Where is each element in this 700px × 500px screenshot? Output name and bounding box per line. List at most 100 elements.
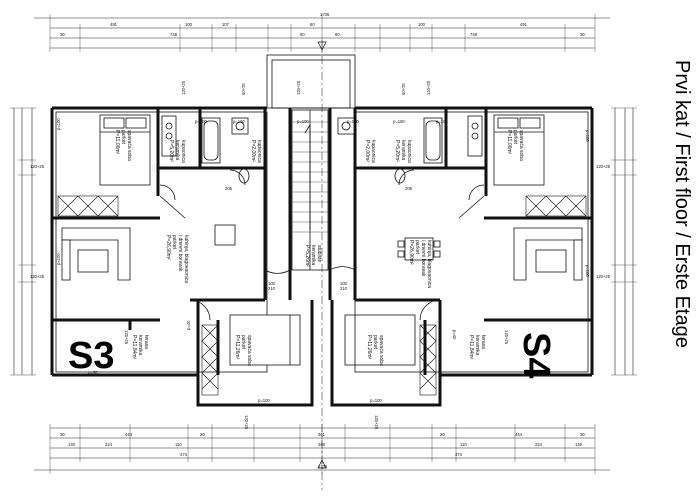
opening-label: 120+25 (504, 330, 509, 345)
room-label: kupaonicakeramikaP=5,20m² (394, 140, 412, 163)
opening-label: p=100 (585, 130, 590, 142)
dim-label: 100 (185, 22, 193, 27)
dim-label: 474 (180, 452, 188, 457)
dim-label: 20 (200, 432, 205, 437)
room-label: kuhinja, blagovaonicai dnevni boravakpar… (165, 235, 189, 283)
opening-label: p=40 (186, 320, 191, 330)
wardrobe (525, 195, 587, 217)
opening-label: 205 (405, 186, 413, 191)
opening-labels: p=100 p=100 p=100 p=160 p=100 p=100 p=16… (56, 80, 590, 430)
room-label: kupaonicaP=2,00m² (364, 140, 376, 163)
room-label: kupaonicakeramikaP=5,20m² (168, 140, 186, 163)
dim-label: 140 (575, 442, 583, 447)
staircase (291, 109, 329, 271)
opening-label: 120+25 (374, 415, 379, 430)
opening-label: p=100 (195, 119, 207, 124)
room-labels: spavaća sobaparketP=11,00m² kupaonicaker… (114, 130, 524, 366)
dim-label: 60 (335, 32, 340, 37)
sofa (513, 227, 583, 281)
opening-label: 120+25 (296, 80, 301, 95)
opening-label: p=100 (297, 119, 309, 124)
opening-label: p=100 (370, 398, 382, 403)
apartment-label: S3 (68, 335, 114, 377)
top-dimension-lines: 1736 491 100 107 60 100 491 30 748 60 60… (34, 12, 610, 52)
dim-label: 120+25 (30, 274, 45, 279)
opening-label: p=160 (393, 119, 405, 124)
dim-label: 30 (580, 32, 585, 37)
dim-label: 120+25 (30, 164, 45, 169)
dim-label: 474 (455, 452, 463, 457)
door-swing (159, 169, 485, 321)
opening-label: 120+25 (244, 415, 249, 430)
dim-label: 100 (418, 22, 426, 27)
bottom-dimension-lines: 30 444 20 361 20 444 30 140 224 110 266 … (34, 424, 610, 474)
plan-title: Prvi kat / First floor / Erste Etage (671, 60, 693, 348)
opening-label: p=160 (233, 119, 245, 124)
dining-table (397, 237, 441, 261)
top-balcony-inner (271, 59, 351, 109)
opening-label: p=100 (258, 398, 270, 403)
opening-label: 60+25 (401, 83, 406, 95)
dim-label: 748 (470, 32, 478, 37)
bathtub (423, 117, 443, 164)
room-label: terasakeramikaP=11,84m² (131, 335, 149, 360)
top-balcony (266, 54, 356, 109)
bed (229, 314, 301, 366)
dim-label: 1736 (318, 464, 328, 469)
washbasin (337, 117, 355, 135)
dim-label: 120+25 (596, 164, 611, 169)
room-label: kupaonicaP=2,00m² (250, 140, 262, 163)
opening-label: p=100 (347, 119, 359, 124)
opening-label: 205 (225, 186, 233, 191)
axis-marker-bottom (317, 459, 327, 469)
opening-label: p=40 (452, 330, 457, 340)
dim-label: 224 (535, 442, 543, 447)
dim-label: 444 (125, 432, 133, 437)
kitchen-counter (467, 115, 483, 157)
dim-label: 60 (300, 32, 305, 37)
outer-walls (50, 106, 594, 407)
dim-label: 20 (440, 432, 445, 437)
toilet (238, 168, 250, 184)
dim-label: 30 (580, 432, 585, 437)
dim-label: 60 (310, 22, 315, 27)
opening-label: p=100 (436, 119, 448, 124)
opening-label: 120+25 (181, 80, 186, 95)
opening-label: p=100 (56, 253, 61, 265)
dim-label: 224 (105, 442, 113, 447)
bed (493, 114, 545, 186)
overall-dimension-top: 1736 (320, 12, 330, 17)
dim-label: 107 (222, 22, 230, 27)
opening-label: 120+25 (124, 330, 129, 345)
apartment-label: S4 (515, 332, 557, 378)
wardrobe (201, 324, 219, 396)
axis-marker-top (317, 41, 327, 51)
dim-label: 30 (60, 32, 65, 37)
bed (344, 314, 416, 366)
opening-label: 120+25 (426, 80, 431, 95)
bathtub (201, 117, 221, 164)
room-label: spavaća sobaparketP=11,26m² (234, 335, 252, 366)
room-label: spavaća sobaparketP=11,26m² (366, 335, 384, 366)
dim-label: 120+25 (596, 274, 611, 279)
dim-label: 491 (110, 22, 118, 27)
opening-label: 60+25 (241, 83, 246, 95)
wardrobe (57, 195, 119, 217)
toilet (394, 168, 406, 184)
sofa (61, 227, 131, 281)
dim-label: 110 (460, 442, 467, 447)
dim-label: 140 (68, 442, 76, 447)
dim-label: 748 (170, 32, 178, 37)
dim-label: 361 (318, 432, 326, 437)
dim-label: 491 (520, 22, 528, 27)
dim-label: 110 (175, 442, 182, 447)
interior-walls-right (328, 108, 592, 375)
wardrobe (419, 324, 437, 396)
dining-table (214, 224, 236, 246)
kitchen-counter (161, 115, 177, 157)
opening-label: p=100 (56, 118, 61, 130)
room-label: spavaća sobaparketP=11,00m² (506, 130, 524, 161)
bed (99, 114, 151, 186)
